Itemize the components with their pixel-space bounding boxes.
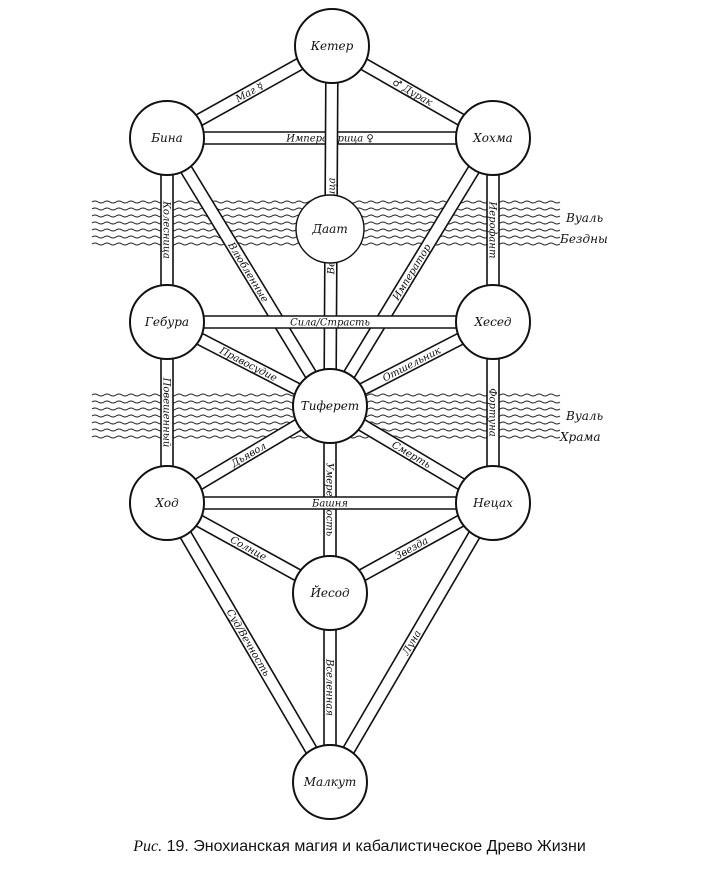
path-label-hod_malkhut: Суд/Вечность — [224, 608, 272, 679]
sephira-malkhut — [292, 744, 368, 820]
sephira-hod — [129, 465, 205, 541]
path-label-gebura_tiferet: Правосудие — [217, 345, 279, 384]
sephira-label-tiferet: Тиферет — [301, 399, 359, 413]
sephira-daat — [295, 194, 365, 264]
path-label-hokhma_tiferet: Император — [391, 242, 434, 303]
path-label-gebura_hod: Повешенный — [161, 377, 172, 448]
sephira-label-hesed: Хесед — [473, 315, 511, 329]
sephira-hesed — [455, 284, 531, 360]
sephira-label-hokhma: Хохма — [472, 131, 513, 145]
sephira-gebura — [129, 284, 205, 360]
path-label-bina_gebura: Колесница — [161, 200, 172, 259]
sephira-label-daat: Даат — [311, 222, 347, 236]
veil-temple-label-2: Храма — [559, 430, 600, 444]
sephira-bina — [129, 100, 205, 176]
sephira-label-keter: Кетер — [310, 39, 354, 53]
sephira-label-hod: Ход — [154, 496, 179, 510]
sephira-label-malkhut: Малкут — [303, 775, 357, 789]
path-label-hod_netsah: Башня — [311, 499, 348, 510]
sephira-label-bina: Бина — [150, 131, 183, 145]
sephira-label-yesod: Йесод — [309, 583, 350, 600]
path-label-netsah_yesod: Звезда — [394, 535, 431, 562]
sephira-label-netsah: Нецах — [472, 496, 513, 510]
sephira-hokhma — [455, 100, 531, 176]
sephira-tiferet — [292, 368, 368, 444]
veil-abyss-label-1: Вуаль — [565, 211, 603, 225]
path-label-hesed_gebura: Сила/Страсть — [290, 318, 370, 329]
path-label-hesed_netsah: Фортуна — [487, 388, 498, 437]
sephira-yesod — [292, 555, 368, 631]
path-label-yesod_malkhut: Вселенная — [324, 658, 335, 716]
path-label-hokhma_hesed: Иерофант — [487, 201, 498, 259]
path-label-bina_tiferet: Влюбленные — [225, 240, 270, 305]
sephira-keter — [294, 8, 370, 84]
caption-prefix: Рис. — [133, 838, 163, 855]
veil-abyss-label-2: Бездны — [559, 232, 608, 246]
figure-caption: Рис. 19. Энохианская магия и кабалистиче… — [0, 838, 719, 856]
path-label-hesed_tiferet: Отшельник — [381, 345, 443, 384]
sephira-netsah — [455, 465, 531, 541]
veil-temple-label-1: Вуаль — [565, 409, 603, 423]
caption-text: 19. Энохианская магия и кабалистическое … — [166, 838, 586, 855]
sephira-label-gebura: Гебура — [144, 315, 189, 329]
